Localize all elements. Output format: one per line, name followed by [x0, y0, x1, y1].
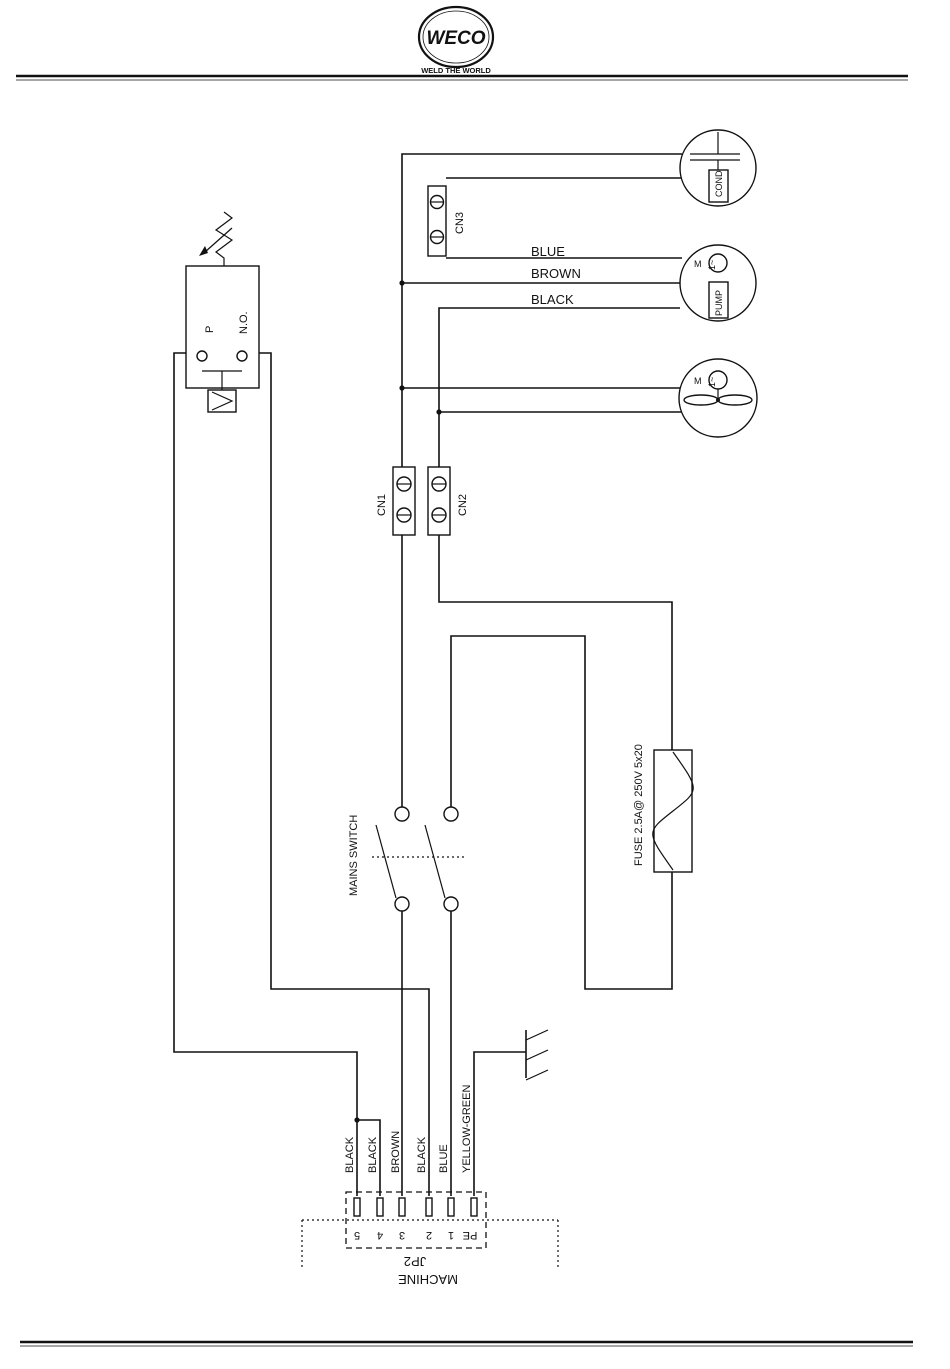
jp2-pin-pe: PE — [463, 1229, 478, 1241]
wire-label-black: BLACK — [531, 292, 574, 307]
wire-label-brown: BROWN — [531, 266, 581, 281]
wire-label-blue: BLUE — [531, 244, 565, 259]
pressure-switch-no-label: N.O. — [238, 311, 250, 334]
jp2-wire-5: BLACK — [344, 1136, 356, 1173]
mains-switch-label: MAINS SWITCH — [348, 815, 360, 896]
pump-label: PUMP — [714, 290, 724, 316]
jp2-wire-1: BLUE — [438, 1144, 450, 1173]
pump-motor-symbol: M — [694, 259, 702, 269]
fan-motor-symbol: M — [694, 376, 702, 386]
logo-tagline: WELD THE WORLD — [421, 66, 491, 75]
jp2-pin-1: 1 — [448, 1229, 454, 1241]
connector-jp2: BLACK BLACK BROWN BLACK BLUE YELLOW-GREE… — [302, 1085, 558, 1287]
jp2-pins — [354, 1198, 477, 1216]
jp2-wire-3: BROWN — [390, 1131, 402, 1173]
cn3-label: CN3 — [454, 212, 466, 234]
pressure-switch: P N.O. — [186, 212, 259, 412]
pressure-switch-p-label: P — [204, 326, 216, 333]
weco-logo: WECO — [419, 7, 493, 67]
connector-cn1: CN1 — [376, 467, 415, 535]
pump: M 1~ PUMP — [680, 245, 756, 321]
connector-cn2: CN2 — [428, 467, 469, 535]
jp2-wire-2: BLACK — [416, 1136, 428, 1173]
jp2-name: JP2 — [404, 1254, 426, 1269]
fan: M 1~ — [679, 359, 757, 437]
connector-cn3: CN3 — [428, 186, 466, 256]
jp2-pin-5: 5 — [354, 1229, 360, 1241]
fuse-label: FUSE 2.5A@ 250V 5x20 — [633, 744, 645, 866]
ground-symbol — [526, 1030, 548, 1080]
jp2-wire-pe: YELLOW-GREEN — [461, 1085, 473, 1173]
condenser: COND — [680, 130, 756, 206]
logo-text: WECO — [426, 28, 485, 49]
jp2-wire-4: BLACK — [367, 1136, 379, 1173]
fuse: FUSE 2.5A@ 250V 5x20 — [633, 744, 693, 872]
jp2-pin-4: 4 — [377, 1229, 383, 1241]
condenser-label: COND — [714, 170, 724, 197]
jp2-pin-2: 2 — [426, 1229, 432, 1241]
header: WECO WELD THE WORLD — [16, 7, 908, 80]
cn1-label: CN1 — [376, 494, 388, 516]
jp2-pin-3: 3 — [399, 1229, 405, 1241]
footer-rule — [20, 1342, 913, 1346]
cn2-label: CN2 — [457, 494, 469, 516]
pump-phase-symbol: 1~ — [707, 260, 717, 270]
machine-label: MACHINE — [398, 1272, 458, 1287]
mains-switch: MAINS SWITCH — [348, 807, 464, 911]
fan-phase-symbol: 1~ — [707, 377, 717, 387]
